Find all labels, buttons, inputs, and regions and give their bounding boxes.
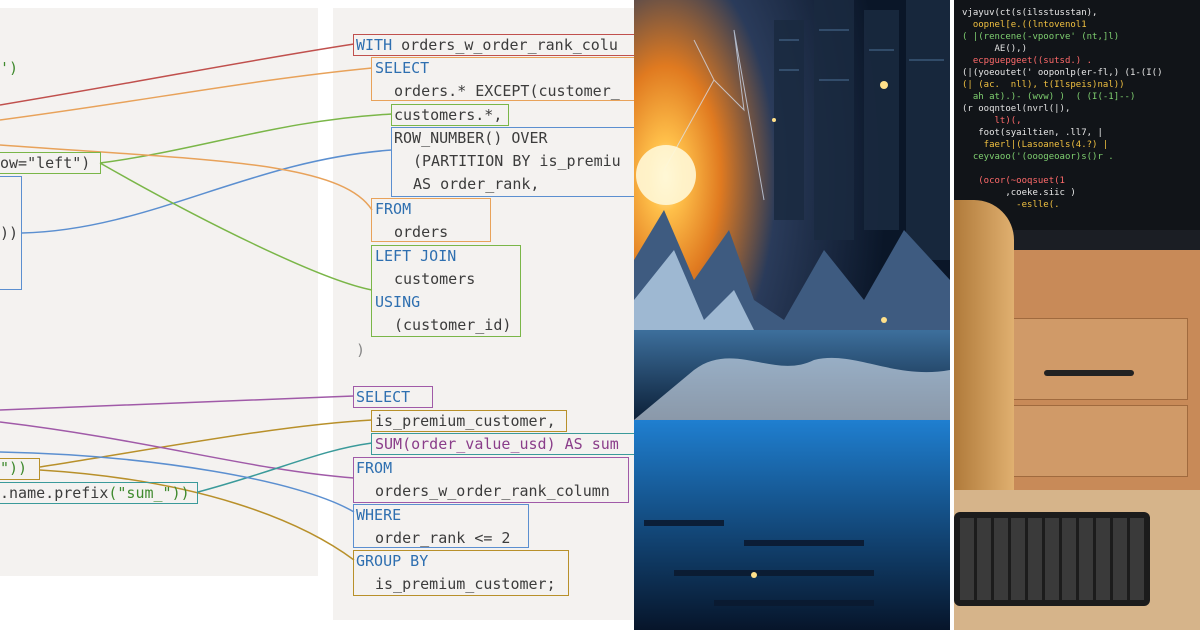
sql-line-orders: orders — [394, 223, 449, 241]
sql-line-using: USING — [375, 293, 421, 311]
python-fragment-quote: ")) — [0, 459, 28, 477]
python-fragment-1: ') — [0, 59, 19, 77]
python-box-left — [0, 152, 101, 174]
connector-red — [0, 43, 355, 106]
monitor-code-line: vjayuv(ct(s(ilsstusstan), — [962, 8, 1098, 18]
sql-line-row-number: ROW_NUMBER() OVER — [394, 129, 548, 147]
monitor-code-line: (ocor(~ooqsuet(1 — [962, 176, 1065, 186]
monitor-code-line: faerl|(Lasoanels(4.?) | — [962, 140, 1109, 150]
sql-box-sum — [371, 433, 634, 455]
cat-paw — [954, 200, 1014, 530]
connector-green-2 — [99, 162, 373, 291]
connector-purple — [0, 395, 355, 411]
sql-line-orders-except: orders.* EXCEPT(customer_ — [394, 82, 620, 100]
monitor-code-line: foot(syailtien, .ll7, | — [962, 128, 1103, 138]
python-box-gold — [0, 458, 40, 480]
keyboard-keys — [960, 518, 1144, 600]
monitor-code-line: (r ooqntoel(nvrl(|), — [962, 104, 1071, 114]
python-fragment-prefix: .name.prefix("sum_")) — [0, 484, 190, 502]
sql-line-where-cond: order_rank <= 2 — [375, 529, 511, 547]
sql-line-customers: customers — [394, 270, 476, 288]
connector-purple-2 — [0, 421, 355, 479]
monitor-code-line: ecpguepgeet((sutsd.) . — [962, 56, 1093, 66]
sql-line-select1: SELECT — [375, 59, 430, 77]
sql-line-as-order-rank: AS order_rank, — [413, 175, 540, 193]
sql-line-group-col: is_premium_customer; — [375, 575, 556, 593]
code-diagram-image: ') ow="left") )) ")) .name.prefix("sum_"… — [0, 8, 634, 620]
connector-green — [99, 113, 393, 164]
cabinet-drawer-lower — [990, 405, 1188, 477]
sql-box-where — [353, 504, 529, 548]
sql-box-join — [371, 245, 521, 337]
cat-coding-photo: vjayuv(ct(s(ilsstusstan), oopnel[e.((lnt… — [954, 0, 1200, 630]
sql-line-close-paren: ) — [356, 341, 366, 359]
connector-gold-2 — [39, 469, 355, 561]
sql-line-is-premium: is_premium_customer, — [375, 412, 556, 430]
python-box-teal — [0, 482, 198, 504]
monitor-screen: vjayuv(ct(s(ilsstusstan), oopnel[e.((lnt… — [954, 0, 1200, 230]
sql-line-select2: SELECT — [356, 388, 411, 406]
monitor-code-line: ceyvaoo('(ooogeoaor)s()r . — [962, 152, 1114, 162]
sql-box-with — [353, 34, 634, 56]
monitor-code-line: ( |(rencene(-vpoorve' (nt,]l) — [962, 32, 1120, 42]
monitor-code-line: (| (ac. nll), t(Ilspeis)nal)) — [962, 80, 1125, 90]
sql-line-from1: FROM — [375, 200, 412, 218]
monitor-code-line: -eslle(. — [962, 200, 1060, 210]
sql-line-partition: (PARTITION BY is_premiu — [413, 152, 621, 170]
sql-line-where: WHERE — [356, 506, 402, 524]
connector-blue — [21, 149, 393, 234]
sql-line-cte-ref: orders_w_order_rank_column — [375, 482, 610, 500]
sql-line-customers-star: customers.*, — [394, 106, 503, 124]
sql-panel — [333, 8, 634, 620]
python-box-blue — [0, 176, 22, 290]
sql-line-left-join: LEFT JOIN — [375, 247, 457, 265]
python-fragment-close: )) — [0, 224, 19, 242]
monitor-code-line: oopnel[e.((lntovenol1 — [962, 20, 1087, 30]
monitor-code-line: lt)(, — [962, 116, 1022, 126]
connector-blue-2 — [0, 451, 355, 513]
sql-line-sum: SUM(order_value_usd) AS sum — [375, 435, 619, 453]
sql-line-customer-id: (customer_id) — [394, 316, 512, 334]
connector-orange — [0, 67, 373, 121]
cabinet-drawer-upper — [990, 318, 1188, 400]
monitor-code-line: AE(),) — [962, 44, 1028, 54]
sql-box-row-number — [391, 127, 634, 197]
connector-gold — [39, 419, 373, 468]
sql-box-from1 — [371, 198, 491, 242]
landscape-art — [634, 0, 950, 630]
monitor-code-line: ,coeke.siic ) — [962, 188, 1076, 198]
sql-line-group-by: GROUP BY — [356, 552, 429, 570]
monitor-code-line: ah at).)- (wvw) ) ( (I(-1]--) — [962, 92, 1136, 102]
sql-box-customers — [391, 104, 509, 126]
sql-box-select2 — [353, 386, 433, 408]
sql-box-is-premium — [371, 410, 567, 432]
sql-line-with: WITH orders_w_order_rank_colu — [356, 36, 618, 54]
python-fragment-left: ow="left") — [0, 154, 91, 172]
sql-box-group-by — [353, 550, 569, 596]
digital-landscape-illustration — [634, 0, 950, 630]
connector-orange-2 — [0, 144, 373, 211]
monitor-code-line: (|(yoeoutet(' ooponlp(er-fl,) (1-(I() — [962, 68, 1163, 78]
sql-box-select1 — [371, 57, 634, 101]
connector-teal — [197, 442, 373, 493]
sql-box-from2 — [353, 457, 629, 503]
sql-line-from2: FROM — [356, 459, 393, 477]
cabinet-handle — [1044, 370, 1134, 376]
connector-lines — [0, 43, 393, 561]
